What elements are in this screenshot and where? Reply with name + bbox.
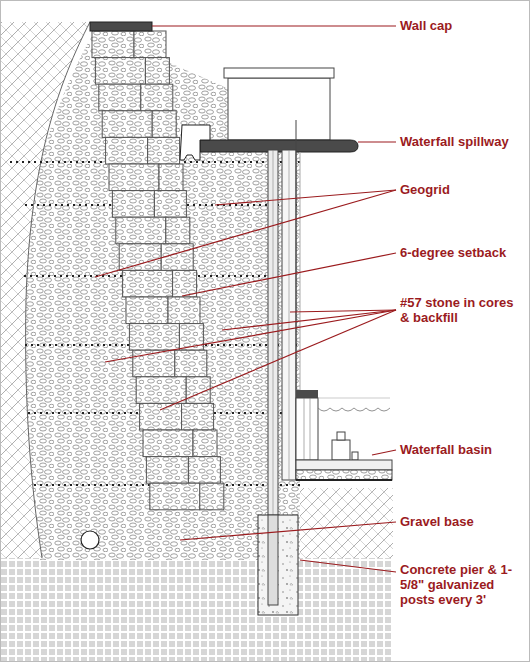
wall-block	[141, 84, 173, 111]
wall-block	[159, 164, 183, 191]
wall-block	[112, 191, 154, 218]
wall-block	[136, 377, 186, 404]
wall-block	[168, 297, 200, 324]
wall-block	[133, 350, 175, 377]
wall-cap-label: Wall cap	[400, 18, 526, 33]
geogrid-label: Geogrid	[400, 182, 526, 197]
wall-block	[119, 244, 161, 271]
wall-block	[193, 430, 217, 457]
spillway-label: Waterfall spillway	[400, 134, 526, 149]
wall-block	[140, 403, 182, 430]
wall-block	[154, 191, 186, 218]
wall-block	[106, 137, 148, 164]
stone-label: #57 stone in cores & backfill	[400, 295, 526, 325]
wall-block	[102, 111, 152, 138]
wall-block	[109, 164, 159, 191]
wall-block	[173, 270, 197, 297]
wall-block	[146, 457, 188, 484]
wall-block	[200, 483, 224, 510]
wall-block	[150, 483, 200, 510]
wall-block	[92, 31, 134, 58]
wall-block	[134, 31, 166, 58]
wall-block	[99, 84, 141, 111]
wall-block	[129, 324, 179, 351]
wall-block	[126, 297, 168, 324]
wall-block	[148, 137, 180, 164]
basin-label: Waterfall basin	[400, 442, 526, 457]
wall-block	[152, 111, 176, 138]
wall-block	[116, 217, 166, 244]
wall-block	[145, 58, 169, 85]
wall-block	[123, 270, 173, 297]
gravel-base-label: Gravel base	[400, 514, 526, 529]
wall-block	[175, 350, 207, 377]
wall-block	[182, 403, 214, 430]
setback-label: 6-degree setback	[400, 245, 526, 260]
pier-label: Concrete pier & 1-5/8" galvanized posts …	[400, 562, 524, 607]
wall-block	[166, 217, 190, 244]
wall-block	[143, 430, 193, 457]
wall-block	[95, 58, 145, 85]
wall-block	[188, 457, 220, 484]
